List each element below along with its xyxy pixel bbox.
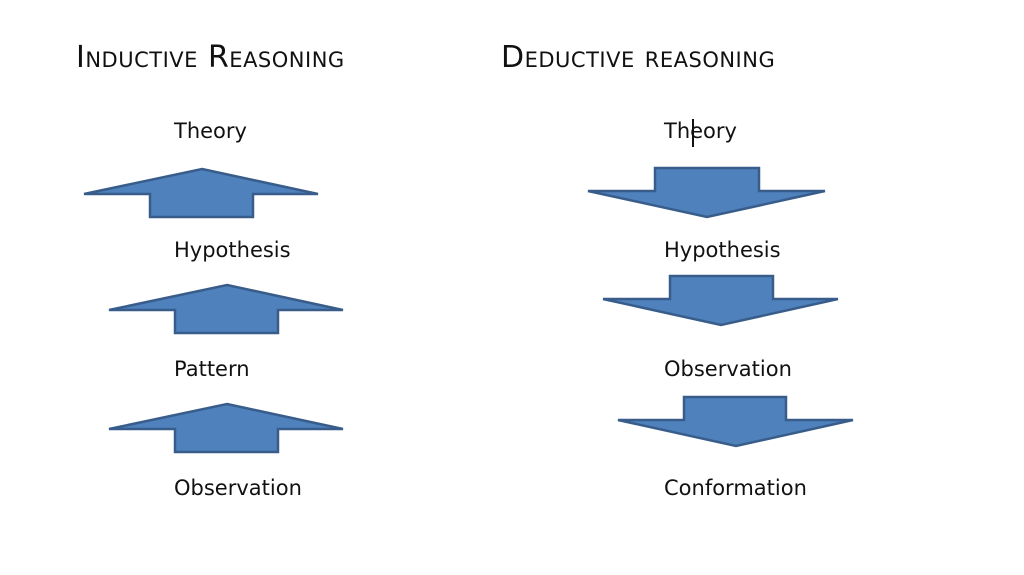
deductive-step-conformation: Conformation xyxy=(664,476,807,500)
down-arrow-icon xyxy=(617,395,854,448)
up-arrow-icon xyxy=(108,402,344,454)
down-arrow-icon xyxy=(587,166,826,219)
inductive-step-observation: Observation xyxy=(174,476,302,500)
inductive-step-theory: Theory xyxy=(174,119,247,143)
up-arrow-icon xyxy=(83,167,319,219)
inductive-step-hypothesis: Hypothesis xyxy=(174,238,291,262)
deductive-step-theory: Theory xyxy=(664,119,737,143)
up-arrow-icon xyxy=(108,283,344,335)
deductive-step-observation: Observation xyxy=(664,357,792,381)
down-arrow-icon xyxy=(602,274,839,327)
text-cursor xyxy=(692,119,694,147)
deductive-title: Deductive reasoning xyxy=(501,40,776,75)
inductive-step-pattern: Pattern xyxy=(174,357,250,381)
inductive-title: Inductive Reasoning xyxy=(76,40,345,75)
deductive-step-hypothesis: Hypothesis xyxy=(664,238,781,262)
